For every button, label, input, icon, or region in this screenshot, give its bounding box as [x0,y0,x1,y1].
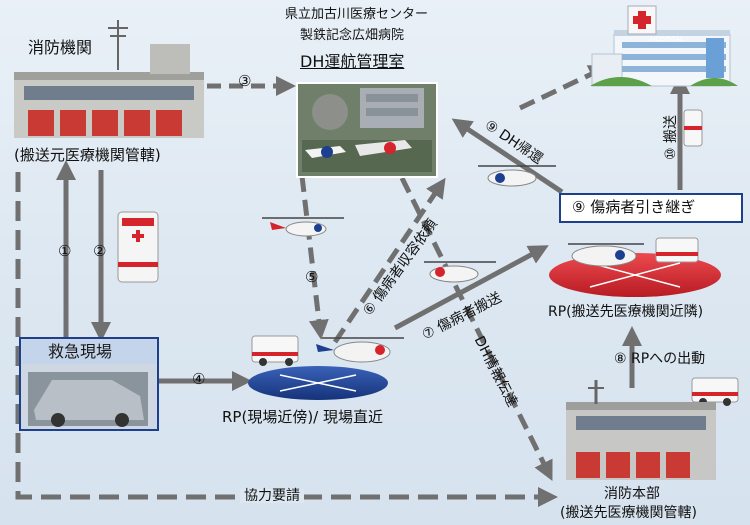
fire-dept-building [14,20,204,138]
helicopter-flying-1 [262,217,344,237]
step8-label: ⑧ RPへの出動 [614,351,706,367]
fire-dept-caption: (搬送元医療機関管轄) [14,146,161,164]
handover-box [559,193,743,223]
step5-label: ⑤ [305,268,319,286]
rp-dest-pad [549,237,721,297]
arrow-step9-return [451,118,564,195]
arrow-step6 [332,177,446,344]
cooperation-label: 協力要請 [240,489,304,503]
dh-control-photo [296,82,438,178]
arrow-to-hospital [518,65,610,111]
arrows [15,65,690,507]
scene-box [19,337,159,431]
scene-label: 救急現場 [48,342,113,361]
arrow-dh-info [399,176,553,481]
hq-label: 消防本部 [604,486,660,502]
rp-scene-label: RP(現場近傍)/ 現場直近 [222,408,383,426]
helicopter-flying-2 [478,165,556,187]
dh-control-line1: 県立加古川医療センター [285,7,429,22]
ambulance-small [117,211,159,283]
fire-dept-label: 消防機関 [28,38,93,57]
hospital-building [590,5,738,87]
hq-building [566,380,716,480]
ambulance-step8 [691,377,739,406]
dh-control-line2: 製鉄記念広畑病院 [300,28,405,43]
step1-label: ① [58,242,72,260]
rp-dest-label: RP(搬送先医療機関近隣) [548,304,704,320]
arrow-step5 [299,175,329,340]
step3-label: ③ [238,72,252,90]
hospital-sign: HOSPITAL [650,35,684,43]
hq-caption: (搬送先医療機関管轄) [560,505,697,521]
arrow-cooperation [15,172,558,507]
step4-label: ④ [192,370,206,388]
helicopter-flying-3 [424,261,496,283]
arrow-step7 [393,245,549,331]
dh-control-title: DH運航管理室 [300,52,405,71]
step2-label: ② [93,242,107,260]
step10-label: ⑩ 搬送 [663,114,679,160]
ambulance-step10 [683,109,703,147]
rp-scene-pad [248,335,404,400]
handover-label: ⑨ 傷病者引き継ぎ [572,198,696,216]
